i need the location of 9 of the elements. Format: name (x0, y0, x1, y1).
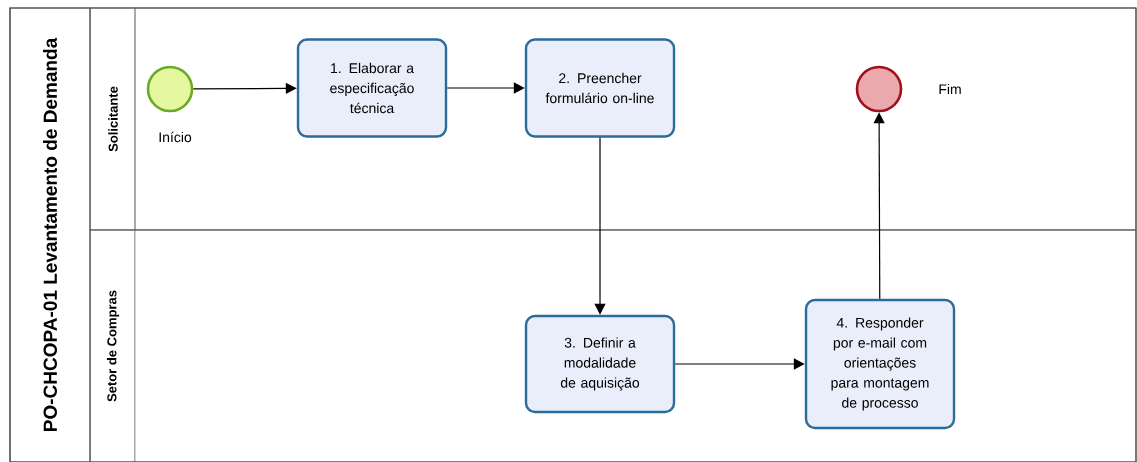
task-box: 1. Elaborar a especificação técnica (296, 38, 448, 138)
arrow (446, 82, 525, 94)
task-box: 4. Responder por e-mail com orientações para montagem de processo (804, 298, 956, 430)
task-box: 3. Definir a modalidade de aquisição (524, 314, 676, 414)
event-label: Fim (939, 83, 961, 95)
event-label: Início (159, 131, 192, 143)
arrow (594, 137, 606, 315)
task-box: 2. Preencher formulário on-line (524, 38, 676, 138)
arrow (674, 358, 805, 370)
